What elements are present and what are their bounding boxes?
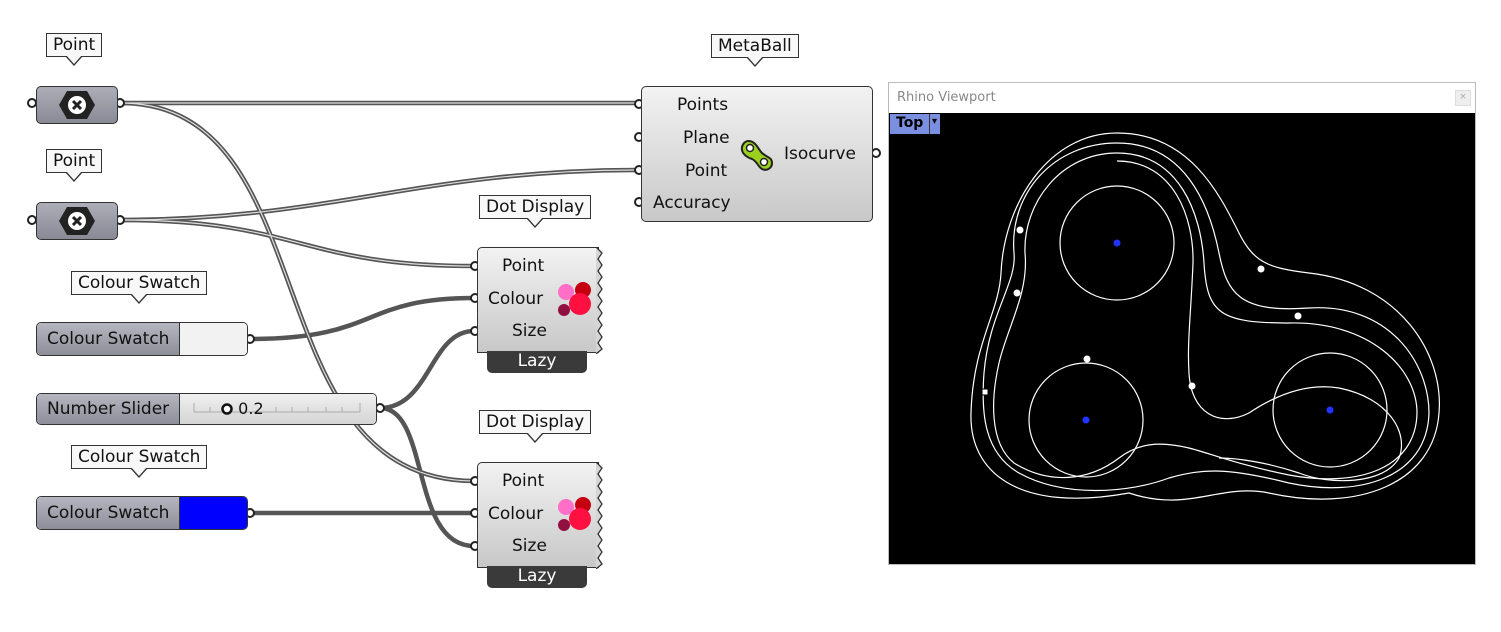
viewport-titlebar: Rhino Viewport × [889, 83, 1475, 113]
isocurve-innermost [1116, 160, 1403, 482]
point-param-1[interactable] [36, 86, 118, 124]
input-accuracy[interactable]: Accuracy [653, 193, 731, 213]
swatch1-callout: Colour Swatch [71, 271, 208, 304]
metaball-callout: MetaBall [711, 34, 799, 67]
number-slider[interactable]: Number Slider 0.2 [36, 393, 378, 425]
close-icon[interactable]: × [1455, 90, 1471, 106]
input-plane[interactable]: Plane [683, 128, 730, 148]
viewport-title: Rhino Viewport [897, 90, 996, 105]
input-size[interactable]: Size [512, 321, 547, 341]
view-label: Top [896, 115, 924, 131]
point2-callout: Point [46, 149, 103, 182]
lazy-footer-1: Lazy [487, 351, 587, 373]
input-points[interactable]: Points [677, 95, 729, 115]
point-param-2[interactable] [36, 202, 118, 240]
slider-track[interactable]: 0.2 [180, 394, 377, 424]
point-cross-icon [59, 91, 95, 119]
input-point[interactable]: Point [502, 256, 545, 276]
slider-label: Number Slider [37, 394, 181, 424]
dot2-callout: Dot Display [479, 410, 592, 443]
dot-display-component-1[interactable]: Point Colour Size [477, 247, 599, 353]
dot-display-edge [596, 462, 603, 569]
swatch-label: Colour Swatch [37, 497, 181, 529]
point1-callout: Point [46, 33, 103, 66]
metaball-component[interactable]: Points Plane Point Accuracy Isocurve [641, 86, 873, 222]
input-size[interactable]: Size [512, 536, 547, 556]
view-tab-top[interactable]: Top ▾ [890, 114, 940, 134]
dot-display-edge [596, 247, 603, 354]
dot-display-icon [558, 282, 591, 316]
input-colour[interactable]: Colour [488, 289, 544, 309]
metaball-icon [740, 139, 774, 171]
slider-handle[interactable] [221, 403, 233, 415]
wire-slider-dot2 [379, 405, 475, 549]
point-cross-icon [59, 207, 95, 235]
swatch-label: Colour Swatch [37, 323, 181, 355]
isocurve-outer [970, 132, 1440, 501]
wire-swatch1-dot1 [249, 295, 475, 342]
colour-swatch-2[interactable]: Colour Swatch [36, 496, 248, 530]
swatch-color-box[interactable] [180, 323, 247, 355]
slider-value: 0.2 [238, 399, 264, 418]
swatch-color-box[interactable] [180, 497, 247, 529]
dot-display-icon [558, 497, 591, 531]
rhino-viewport[interactable]: Rhino Viewport × Top ▾ [888, 82, 1476, 565]
lazy-footer-2: Lazy [487, 566, 587, 588]
swatch2-callout: Colour Swatch [71, 445, 208, 478]
wire-slider-dot1 [379, 328, 475, 411]
colour-swatch-1[interactable]: Colour Swatch [36, 322, 248, 356]
dot-display-component-2[interactable]: Point Colour Size [477, 462, 599, 568]
isocurve-mid [982, 142, 1430, 492]
output-isocurve[interactable]: Isocurve [784, 144, 856, 164]
input-colour[interactable]: Colour [488, 504, 544, 524]
chevron-down-icon[interactable]: ▾ [932, 116, 938, 127]
input-point[interactable]: Point [502, 471, 545, 491]
isocurve-inner [993, 152, 1418, 480]
dot1-callout: Dot Display [479, 195, 592, 228]
viewport-canvas [970, 132, 1440, 501]
input-point[interactable]: Point [685, 161, 728, 181]
